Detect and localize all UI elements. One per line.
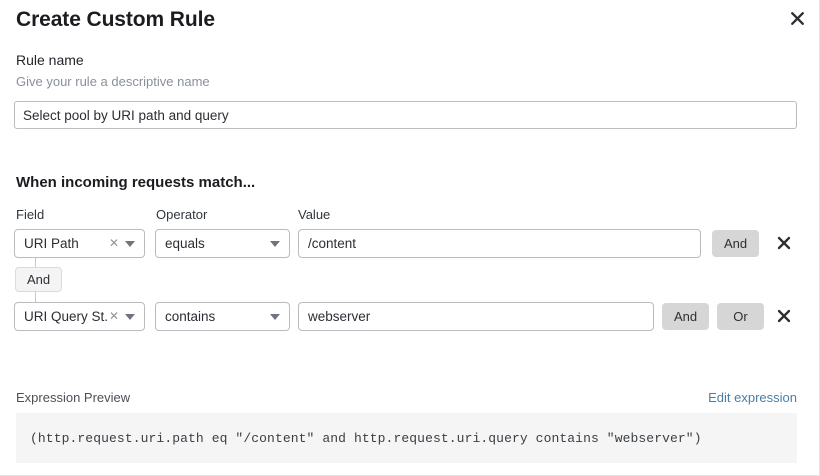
delete-condition-1-icon[interactable] (772, 231, 796, 255)
connector-and-chip[interactable]: And (15, 267, 63, 292)
chevron-down-icon (270, 313, 280, 320)
chevron-down-icon (125, 313, 135, 320)
operator-select-2[interactable]: contains (155, 302, 290, 331)
page-title: Create Custom Rule (16, 8, 215, 31)
condition-row: URI Query St... ✕ contains And Or (0, 302, 819, 332)
operator-select-1[interactable]: equals (155, 229, 290, 258)
connector-line-bottom (35, 291, 36, 302)
expression-preview-label: Expression Preview (16, 390, 131, 405)
rule-name-input[interactable] (14, 101, 797, 129)
field-select-1[interactable]: URI Path ✕ (14, 229, 145, 258)
edit-expression-link[interactable]: Edit expression (708, 390, 797, 405)
connector-line-top (35, 258, 36, 268)
close-icon[interactable] (785, 6, 809, 30)
rule-name-help-text: Give your rule a descriptive name (16, 74, 210, 89)
and-button-2[interactable]: And (662, 303, 710, 330)
or-button-2[interactable]: Or (717, 303, 764, 330)
operator-select-2-value: contains (165, 309, 216, 324)
and-button-1[interactable]: And (712, 230, 760, 257)
match-section-heading: When incoming requests match... (16, 174, 256, 191)
clear-icon[interactable]: ✕ (108, 236, 119, 250)
chevron-down-icon (270, 240, 280, 247)
chevron-down-icon (125, 240, 135, 247)
expression-preview-box: (http.request.uri.path eq "/content" and… (16, 413, 797, 463)
condition-row: URI Path ✕ equals And (0, 229, 819, 259)
rule-name-label: Rule name (16, 52, 84, 68)
value-input-2[interactable] (298, 302, 654, 331)
column-header-field: Field (16, 207, 45, 222)
field-select-2[interactable]: URI Query St... ✕ (14, 302, 145, 331)
operator-select-1-value: equals (165, 236, 205, 251)
value-input-1[interactable] (298, 229, 701, 258)
clear-icon[interactable]: ✕ (108, 309, 119, 323)
delete-condition-2-icon[interactable] (772, 304, 796, 328)
column-header-value: Value (298, 207, 331, 222)
expression-preview-text: (http.request.uri.path eq "/content" and… (30, 430, 702, 446)
field-select-1-value: URI Path (24, 236, 79, 251)
field-select-2-value: URI Query St... (24, 309, 109, 324)
column-header-operator: Operator (156, 207, 208, 222)
